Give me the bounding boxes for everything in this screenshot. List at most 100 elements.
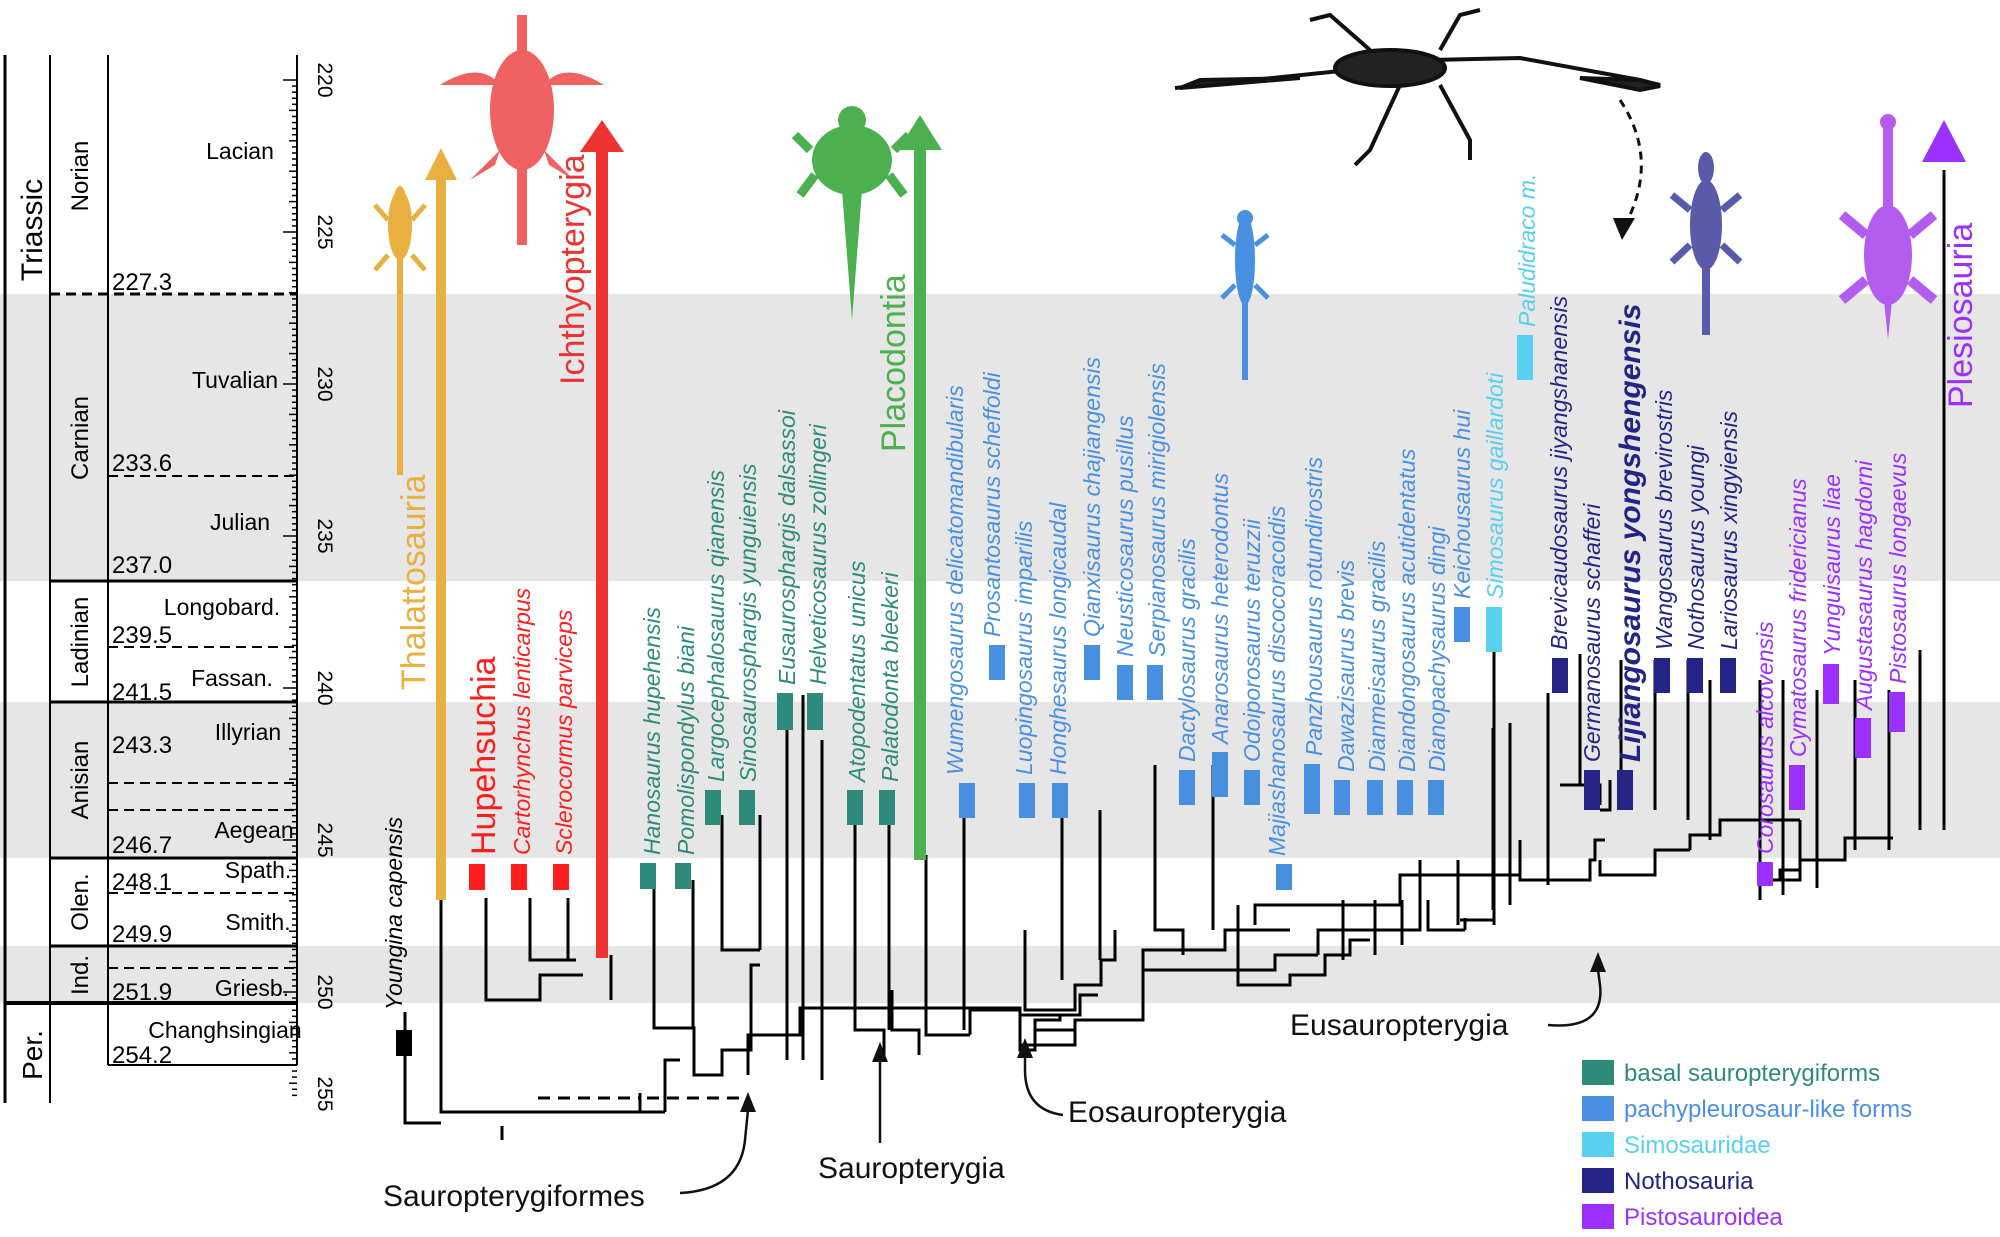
label-ichthyopterygia: Ichthyopterygia — [554, 154, 592, 385]
taxon-bar-sclerocormus — [553, 864, 569, 890]
taxon-label-palatodonta: Palatodonta bleekeri — [877, 571, 903, 782]
taxon-bar-majiashanosaurus — [1276, 864, 1292, 890]
placodont-silhouette — [791, 106, 913, 320]
placodontia-bar — [914, 145, 926, 860]
substage-aegean: Aegean — [214, 817, 293, 843]
taxon-bar-dianopachysaurus — [1428, 780, 1444, 815]
boundary-248-1: 248.1 — [112, 869, 172, 896]
taxon-bar-largocephalosaurus — [705, 790, 721, 825]
taxon-bar-honghesaurus — [1052, 783, 1068, 818]
taxon-label-serpianosaurus: Serpianosaurus mirigiolensis — [1144, 362, 1170, 657]
stage-olenekian: Olen. — [67, 873, 94, 930]
stage-induan: Ind. — [67, 955, 94, 995]
substage-smith: Smith. — [225, 909, 290, 935]
tick-255: 255 — [313, 1076, 336, 1111]
taxon-bar-dianmeisaurus — [1367, 780, 1383, 815]
group-labels: Thalattosauria Hupehsuchia Ichthyopteryg… — [395, 154, 1980, 855]
taxon-bar-brevicaudosaurus — [1552, 658, 1568, 693]
substage-fassan: Fassan. — [191, 665, 273, 691]
taxon-label-augustasaurus: Augustasaurus hagdorni — [1851, 460, 1877, 712]
taxon-bar-diandongosaurus — [1397, 780, 1413, 815]
period-permian: Per. — [17, 1030, 48, 1080]
taxon-label-eusaurosphargis: Eusaurosphargis dalsassoi — [774, 409, 800, 685]
substage-tuvalian: Tuvalian — [192, 367, 278, 393]
legend-label-pisto: Pistosauroidea — [1624, 1204, 1783, 1231]
legend-label-pachy: pachypleurosaur-like forms — [1624, 1096, 1912, 1123]
taxon-bar-odoiporosaurus — [1244, 770, 1260, 805]
age-axis-labels: 220 225 230 235 240 245 250 255 — [313, 62, 336, 1111]
plesiosauria-arrowhead — [1922, 120, 1966, 162]
taxon-bar-luopingosaurus — [1019, 783, 1035, 818]
taxon-label-sinosaurosphargis: Sinosaurosphargis yunguiensis — [735, 463, 761, 782]
taxon-label-yunguisaurus: Yunguisaurus liae — [1819, 474, 1845, 656]
ichthyopterygia-arrowhead — [580, 120, 624, 152]
taxon-bar-anarosaurus — [1212, 752, 1228, 797]
ichthyosaur-like-silhouette — [440, 15, 604, 245]
taxon-bar-serpianosaurus — [1147, 665, 1163, 700]
substage-illyrian: Illyrian — [215, 719, 281, 745]
taxon-label-pomolispondylus: Pomolispondylus biani — [673, 625, 699, 855]
legend-swatch-simo — [1582, 1132, 1614, 1157]
taxon-label-panzhousaurus: Panzhousaurus rotundirostris — [1301, 456, 1327, 756]
taxon-bar-palatodonta — [879, 790, 895, 825]
taxon-label-germanosaurus: Germanosaurus schafferi — [1579, 503, 1605, 762]
boundary-243-3: 243.3 — [112, 732, 172, 759]
age-ruler — [283, 79, 297, 1097]
time-bands — [0, 294, 2000, 1003]
tick-240: 240 — [313, 670, 336, 705]
substage-julian: Julian — [210, 509, 270, 535]
skeleton-pointer-head — [1613, 218, 1635, 240]
taxon-bar-qianxisaurus — [1084, 645, 1100, 680]
taxon-label-lijiangosaurus: Lijiangosaurus yongshengensis — [1614, 304, 1647, 762]
taxon-label-atopodentatus: Atopodentatus unicus — [844, 560, 870, 784]
taxon-bar-yunguisaurus — [1823, 664, 1839, 704]
taxon-label-qianxisaurus: Qianxisaurus chajiangensis — [1079, 357, 1105, 637]
band-carnian — [0, 294, 2000, 581]
taxon-label-dianmeisaurus: Dianmeisaurus gracilis — [1364, 540, 1390, 772]
taxon-label-dactylosaurus: Dactylosaurus gracilis — [1174, 538, 1200, 762]
taxon-label-cymatosaurus: Cymatosaurus fridericianus — [1785, 478, 1811, 757]
taxon-label-helveticosaurus: Helveticosaurus zollingeri — [805, 423, 831, 685]
taxon-label-youngina: Youngina capensis — [381, 816, 407, 1010]
tick-230: 230 — [313, 366, 336, 401]
taxon-label-paludidraco: Paludidraco m. — [1514, 174, 1540, 327]
label-placodontia: Placodontia — [875, 274, 913, 452]
taxon-bar-wangosaurus — [1654, 658, 1670, 693]
stage-carnian: Carnian — [67, 396, 94, 480]
taxon-bar-panzhousaurus — [1304, 764, 1320, 814]
legend-label-simo: Simosauridae — [1624, 1132, 1771, 1159]
legend-swatch-pachy — [1582, 1096, 1614, 1121]
label-thalattosauria: Thalattosauria — [395, 474, 433, 690]
pachypleurosaur-silhouette — [1220, 210, 1270, 380]
taxon-label-wumengosaurus: Wumengosaurus delicatomandibularis — [942, 385, 968, 775]
boundary-246-7: 246.7 — [112, 832, 172, 859]
taxon-bar-atopodentatus — [847, 790, 863, 825]
taxon-bar-youngina — [396, 1030, 412, 1056]
taxon-label-cartorhynchus: Cartorhynchus lenticarpus — [509, 587, 535, 855]
taxon-label-corosaurus: Corosaurus alcovensis — [1752, 621, 1778, 854]
taxon-label-simosaurus: Simosaurus gaillardoti — [1482, 372, 1508, 599]
taxon-bar-lijiangosaurus — [1617, 770, 1633, 810]
thalattosauria-bar — [436, 178, 446, 900]
taxon-bar-germanosaurus — [1584, 770, 1600, 810]
dashed-branches — [441, 1093, 745, 1114]
stage-anisian: Anisian — [67, 741, 94, 820]
lineage-arrows — [425, 115, 1966, 958]
band-gap — [0, 1003, 310, 1103]
taxon-bar-dawazisaurus — [1334, 780, 1350, 815]
thalattosaur-silhouette — [373, 186, 427, 475]
substage-lacian: Lacian — [206, 138, 274, 164]
taxon-bar-augustasaurus — [1855, 718, 1871, 758]
taxon-label-keichousaurus: Keichousaurus hui — [1449, 409, 1475, 599]
taxon-bar-nothosaurus — [1687, 658, 1703, 693]
tick-250: 250 — [313, 974, 336, 1009]
label-eosauropterygia: Eosauropterygia — [1068, 1096, 1287, 1129]
taxon-bar-sinosaurosphargis — [739, 790, 755, 825]
substage-changhsingian: Changhsingian — [148, 1017, 301, 1043]
taxon-label-anarosaurus: Anarosaurus heterodontus — [1207, 472, 1233, 746]
nothosaur-silhouette — [1669, 152, 1743, 335]
stage-norian: Norian — [67, 141, 94, 212]
taxon-bar-prosantosaurus — [989, 645, 1005, 680]
legend: basal sauropterygiforms pachypleurosaur-… — [1582, 1060, 1912, 1231]
